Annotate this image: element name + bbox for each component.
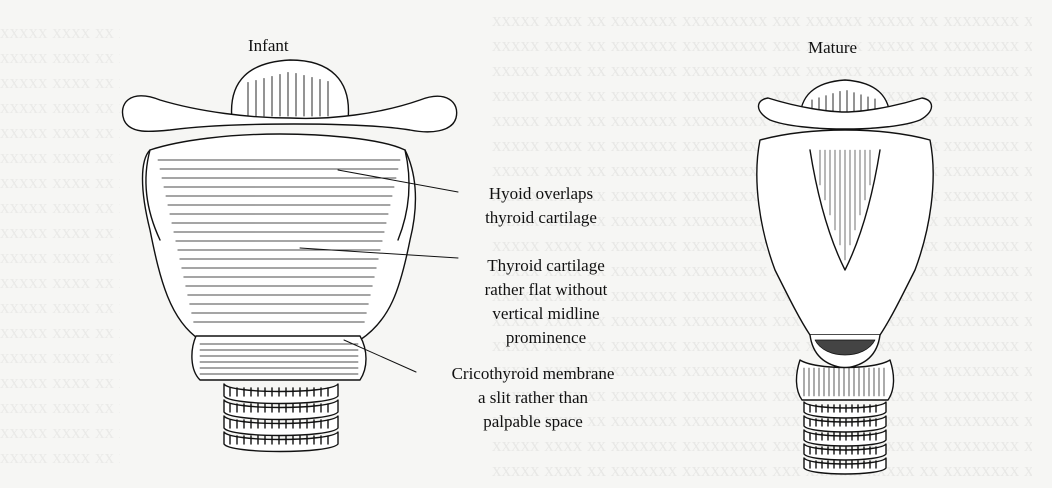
cricothyroid-annotation-line: palpable space: [420, 410, 646, 434]
infant-larynx: [123, 60, 457, 452]
hyoid-annotation-line: Hyoid overlaps: [456, 182, 626, 206]
thyroid-annotation-line: rather flat without: [452, 278, 640, 302]
mature-title: Mature: [808, 38, 857, 58]
infant-cricoid: [192, 336, 366, 380]
cricothyroid-annotation: Cricothyroid membrane a slit rather than…: [420, 362, 646, 434]
infant-trachea: [224, 384, 338, 452]
thyroid-annotation-line: prominence: [452, 326, 640, 350]
cricothyroid-annotation-line: a slit rather than: [420, 386, 646, 410]
thyroid-annotation-line: Thyroid cartilage: [452, 254, 640, 278]
cricothyroid-annotation-line: Cricothyroid membrane: [420, 362, 646, 386]
thyroid-annotation-line: vertical midline: [452, 302, 640, 326]
infant-epiglottis: [232, 60, 349, 120]
mature-trachea: [804, 402, 886, 474]
infant-thyroid-cartilage: [143, 134, 416, 340]
infant-title: Infant: [248, 36, 289, 56]
hyoid-annotation-line: thyroid cartilage: [456, 206, 626, 230]
mature-larynx: [757, 80, 933, 474]
hyoid-annotation: Hyoid overlaps thyroid cartilage: [456, 182, 626, 230]
thyroid-annotation: Thyroid cartilage rather flat without ve…: [452, 254, 640, 350]
